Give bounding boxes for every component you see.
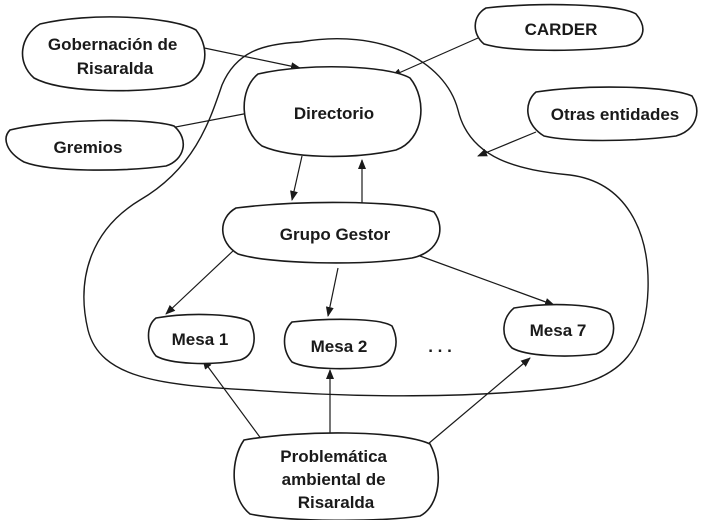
node-directorio-shape: [243, 65, 422, 158]
node-ellipsis-label: . . .: [428, 337, 452, 356]
node-carder-line-1: CARDER: [525, 20, 598, 39]
node-gobernacion-shape: [21, 16, 206, 92]
edge-problematica-mesa1: [202, 359, 263, 441]
node-gremios-line-1: Gremios: [54, 138, 123, 157]
node-mesa2: Mesa 2: [283, 318, 397, 370]
node-gobernacion-label: Gobernación de Risaralda: [48, 35, 182, 78]
node-otras-shape: [527, 86, 698, 142]
node-mesa7-shape: [503, 303, 615, 357]
edge-problematica-mesa7: [427, 357, 531, 445]
node-carder-label: CARDER: [525, 20, 598, 39]
node-directorio: Directorio: [243, 65, 422, 158]
node-mesa1: Mesa 1: [147, 313, 255, 365]
edge-directorio-grupo: [290, 155, 303, 201]
node-directorio-label: Directorio: [294, 104, 374, 123]
node-directorio-line-1: Directorio: [294, 104, 374, 123]
node-problematica: Problemática ambiental de Risaralda: [233, 432, 440, 520]
node-mesa2-label: Mesa 2: [311, 337, 368, 356]
node-mesa2-shape: [283, 318, 397, 370]
node-grupo-shape: [222, 201, 441, 264]
node-mesa1-shape: [147, 313, 255, 365]
node-problematica-label: Problemática ambiental de Risaralda: [280, 447, 392, 512]
node-problematica-line-1: Problemática: [280, 447, 387, 466]
node-gobernacion-line-2: Risaralda: [77, 59, 154, 78]
node-ellipsis-line-1: . . .: [428, 337, 452, 356]
node-otras: Otras entidades: [527, 86, 698, 142]
node-grupo-label: Grupo Gestor: [280, 225, 391, 244]
edge-grupo-mesa2: [325, 267, 339, 317]
system-boundary: [83, 38, 649, 397]
edge-otras-boundary: [477, 131, 537, 157]
node-mesa7-label: Mesa 7: [530, 321, 587, 340]
node-mesa1-label: Mesa 1: [172, 330, 229, 349]
node-problematica-line-3: Risaralda: [298, 493, 375, 512]
node-mesa1-line-1: Mesa 1: [172, 330, 229, 349]
node-mesa2-line-1: Mesa 2: [311, 337, 368, 356]
node-problematica-shape: [233, 432, 440, 520]
node-carder-shape: [474, 3, 644, 52]
edge-grupo-mesa7: [419, 255, 555, 306]
edges-layer: [159, 37, 555, 445]
node-gobernacion: Gobernación de Risaralda: [21, 16, 206, 92]
node-gobernacion-line-1: Gobernación de: [48, 35, 177, 54]
node-grupo-line-1: Grupo Gestor: [280, 225, 391, 244]
node-problematica-line-2: ambiental de: [282, 470, 386, 489]
node-grupo: Grupo Gestor: [222, 201, 441, 264]
node-carder: CARDER: [474, 3, 644, 52]
node-gremios-shape: [5, 119, 185, 171]
node-gremios-label: Gremios: [54, 138, 123, 157]
node-otras-label: Otras entidades: [551, 105, 680, 124]
edge-carder-directorio: [391, 37, 479, 77]
edge-gobernacion-directorio: [189, 44, 301, 71]
node-otras-line-1: Otras entidades: [551, 105, 680, 124]
node-ellipsis: . . .: [428, 337, 452, 356]
node-mesa7-line-1: Mesa 7: [530, 321, 587, 340]
edge-grupo-mesa1: [165, 249, 235, 315]
node-gremios: Gremios: [5, 119, 185, 171]
node-mesa7: Mesa 7: [503, 303, 615, 357]
